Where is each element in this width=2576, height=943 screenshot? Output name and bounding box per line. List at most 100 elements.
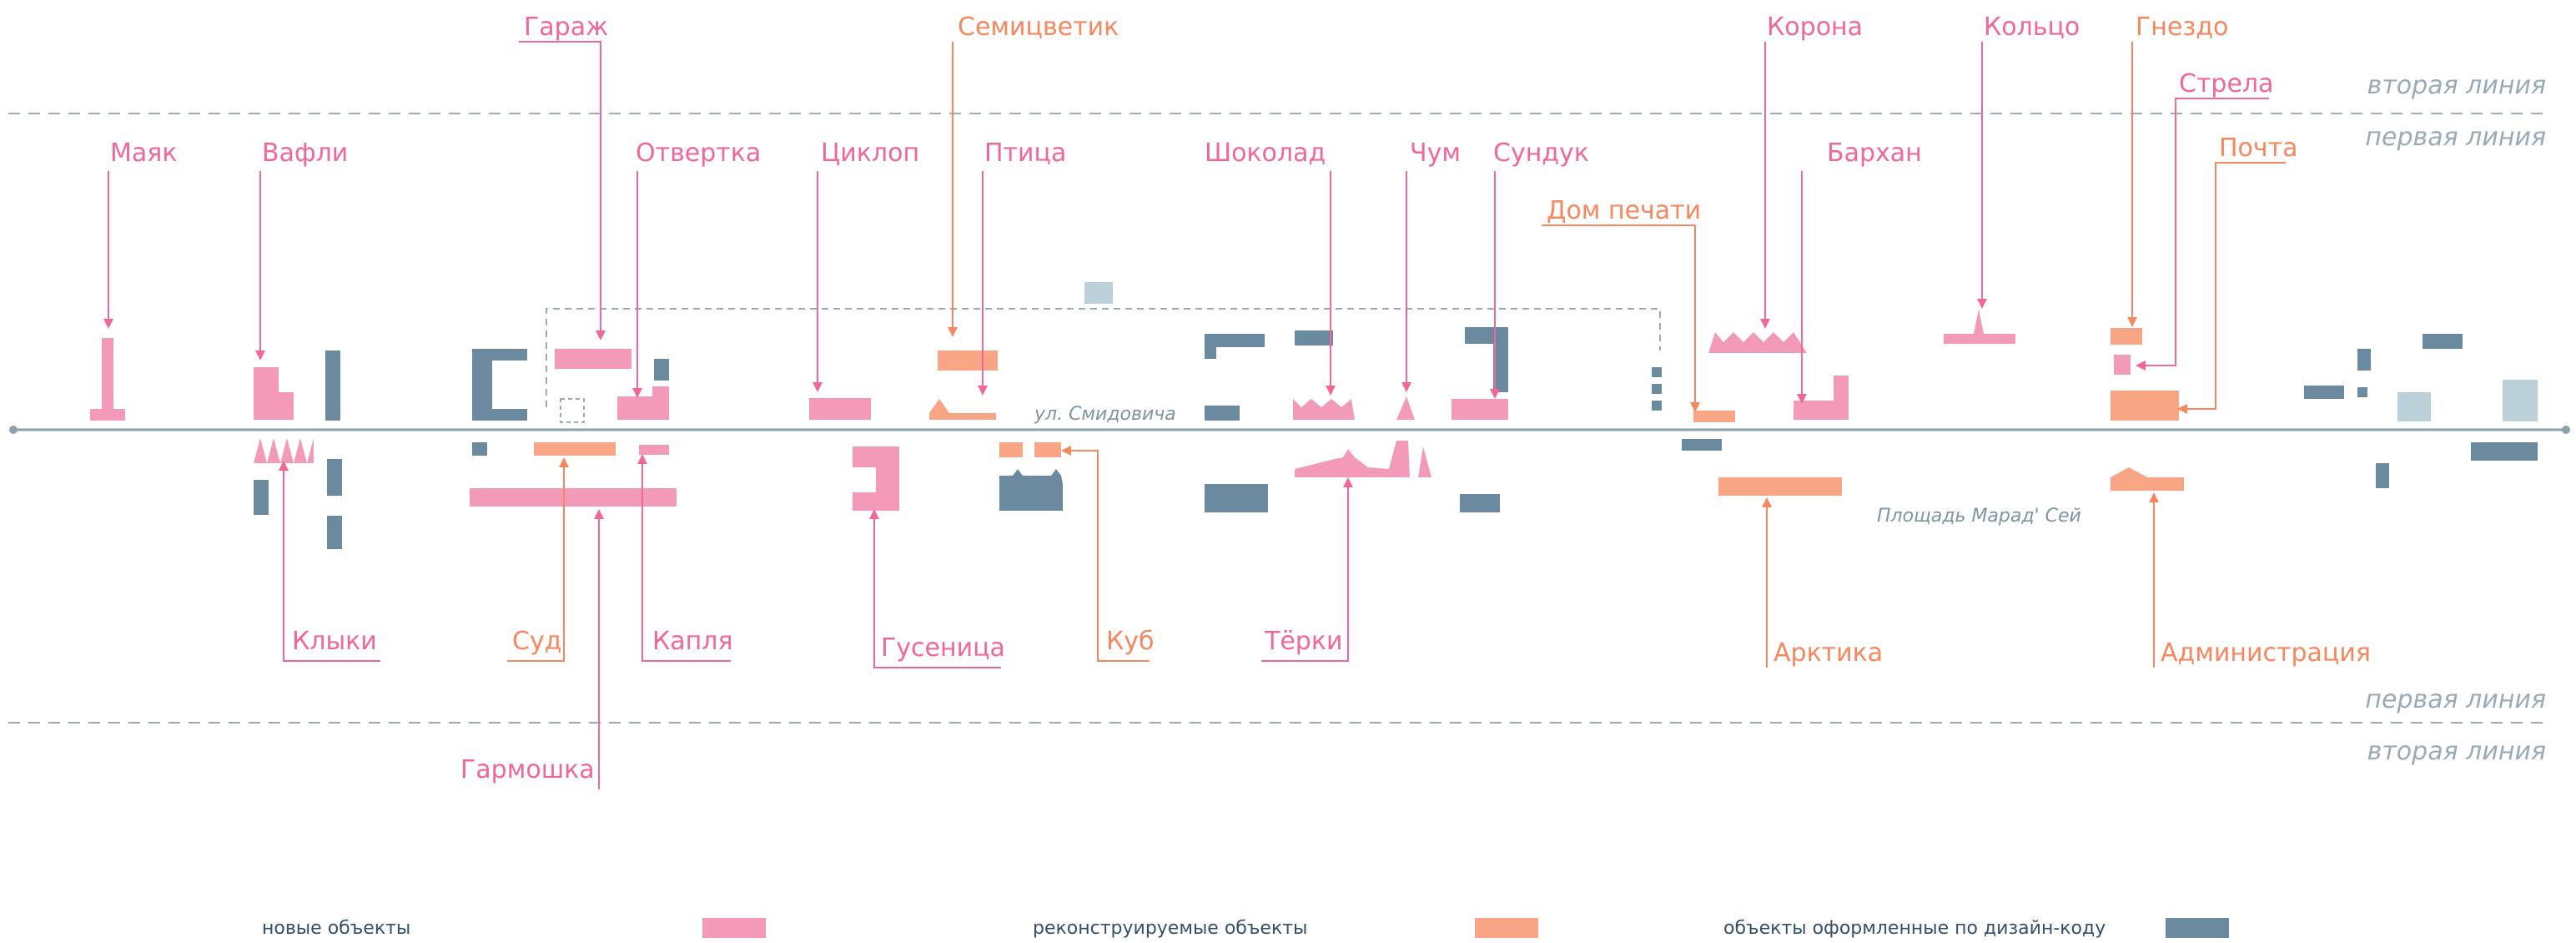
sunduk-building (1452, 399, 1508, 420)
vafli-building (254, 367, 279, 420)
dc-building-1 (472, 349, 527, 421)
leader-sud (507, 463, 565, 662)
route-dashed (546, 308, 1661, 407)
legend-new-label: новые объекты (262, 918, 410, 939)
leader-gusenitsa (873, 516, 1001, 668)
dc-building-23 (2423, 334, 2463, 349)
light-buildings (1084, 282, 2538, 421)
legend: новые объекты реконструируемые объекты о… (262, 918, 2229, 939)
label-arktika: Арктика (1774, 638, 1883, 668)
label-otvertka: Отвертка (636, 139, 761, 168)
reconstructed-objects (534, 328, 2184, 496)
koltso-spire (1974, 309, 1984, 334)
arrowhead-garmoshka (594, 509, 604, 519)
arrowhead-dom-pechati (1690, 402, 1700, 412)
label-korona: Корона (1767, 13, 1863, 42)
dc-building-5 (254, 480, 269, 515)
leader-klyki (283, 467, 380, 662)
zone-label-second-line-top: вторая линия (2367, 71, 2546, 100)
ptitsa-building (929, 399, 996, 420)
arrowhead-kaplya (637, 454, 647, 464)
dc-building-2 (325, 350, 340, 421)
arrowhead-shokolad (1326, 386, 1336, 396)
label-gnezdo: Гнездо (2136, 13, 2228, 42)
design-code-objects (254, 327, 2538, 549)
dc-building-3 (654, 359, 669, 381)
arrowhead-ptitsa (978, 386, 988, 396)
label-gusenitsa: Гусеница (881, 633, 1005, 663)
kub-building-1 (999, 442, 1023, 457)
dom-pechati-building (1693, 411, 1735, 422)
arrowheads (103, 299, 2187, 519)
arrowhead-koltso (1977, 299, 1987, 309)
route-placeholder-box (560, 398, 585, 423)
label-administratsiya: Администрация (2161, 638, 2371, 668)
dc-building-18 (1652, 384, 1662, 394)
strela-building (2114, 355, 2131, 375)
administratsiya-building (2111, 467, 2184, 491)
koltso-building (1944, 334, 2015, 344)
tsiklop-building (809, 398, 871, 420)
dc-building-13 (1205, 484, 1268, 512)
zone-label-first-line-bottom: первая линия (2365, 685, 2546, 714)
dc-building-15 (1460, 494, 1500, 512)
label-garmoshka: Гармошка (460, 755, 595, 784)
label-tsiklop: Циклоп (821, 139, 919, 168)
leader-pochta (2186, 162, 2286, 410)
arrowhead-garazh (596, 330, 606, 340)
arrowhead-semitsvetik (948, 327, 958, 337)
label-sunduk: Сундук (1493, 139, 1589, 168)
arrowhead-administratsiya (2149, 492, 2159, 502)
semitsvetik-building (938, 350, 998, 371)
dc-building-19 (1652, 401, 1662, 411)
label-pochta: Почта (2219, 134, 2298, 163)
dc-building-21 (2357, 349, 2371, 371)
barkhan-tower (1834, 376, 1849, 420)
arrowhead-chum (1401, 382, 1411, 392)
arrowhead-gnezdo (2127, 317, 2137, 327)
arrowhead-sud (559, 457, 569, 467)
arrowhead-sunduk (1490, 389, 1500, 399)
terki-building (1295, 441, 1431, 477)
gnezdo-building (2111, 328, 2142, 345)
arrowhead-barkhan (1797, 394, 1807, 404)
label-shokolad: Шоколад (1205, 139, 1326, 168)
shokolad-building (1293, 399, 1355, 420)
label-chum: Чум (1410, 139, 1461, 168)
new-objects (90, 309, 2131, 511)
leader-kub (1068, 450, 1150, 662)
dc-building-16 (1682, 439, 1722, 451)
sud-building (534, 442, 616, 456)
arrowhead-gusenitsa (869, 509, 879, 519)
dc-building-8 (999, 469, 1063, 511)
arrowhead-otvertka (632, 388, 642, 398)
dc-building-24 (2471, 442, 2538, 461)
label-garazh: Гараж (524, 13, 608, 42)
street-name: ул. Смидовича (1034, 404, 1176, 425)
label-mayak: Маяк (110, 139, 177, 168)
arktika-building (1718, 477, 1842, 496)
dc-building-9 (1205, 334, 1265, 347)
light-building-1 (2503, 380, 2538, 421)
arrowhead-pochta (2177, 404, 2187, 414)
dc-building-11 (1295, 330, 1333, 345)
arrowhead-klyki (279, 461, 289, 471)
arrowhead-arktika (1762, 497, 1772, 507)
label-terki: Тёрки (1264, 627, 1342, 656)
zone-label-second-line-bottom: вторая линия (2367, 737, 2546, 766)
pochta-building (2111, 391, 2179, 421)
light-building-2 (2397, 392, 2431, 421)
label-klyki: Клыки (292, 627, 377, 656)
legend-new-swatch (702, 918, 766, 938)
korona-building (1708, 332, 1807, 353)
arrowhead-strela (2136, 361, 2146, 371)
dc-building-4 (472, 442, 487, 456)
leader-garazh (519, 41, 601, 334)
legend-design-code-swatch (2166, 918, 2229, 938)
arrowhead-vafli (255, 350, 265, 361)
garmoshka-building (470, 488, 677, 507)
axis-start-dot (9, 426, 18, 434)
dc-building-10 (1205, 347, 1216, 359)
